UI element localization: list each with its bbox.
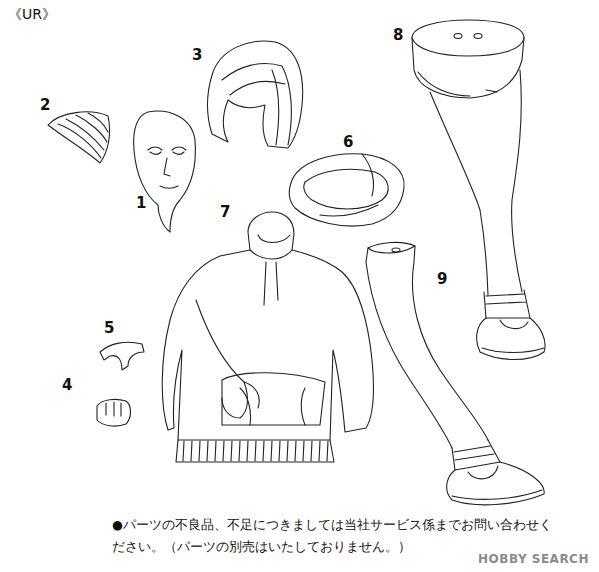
callout-number: 5 — [104, 319, 114, 337]
hoodie-body — [162, 212, 373, 462]
bob-hair — [208, 41, 303, 148]
footnote: ●パーツの不良品、不足につきましては当社サービス係までお問い合わせください。（パ… — [112, 514, 557, 558]
watermark: HOBBY SEARCH — [478, 552, 589, 566]
grade-title: 《UR》 — [8, 6, 56, 24]
fist-part — [97, 399, 131, 426]
callout-number: 2 — [40, 96, 50, 114]
callout-number: 8 — [393, 26, 403, 44]
callout-number: 3 — [192, 46, 202, 64]
hand-piece — [100, 342, 144, 370]
callout-number: 7 — [220, 203, 230, 221]
callout-number: 1 — [136, 194, 146, 212]
callout-number: 9 — [437, 270, 447, 288]
callout-number: 6 — [343, 133, 353, 151]
leg-part — [366, 242, 544, 504]
hood-part — [289, 154, 404, 226]
face-part — [134, 111, 196, 232]
callout-number: 4 — [62, 376, 72, 394]
leg-with-hips — [412, 20, 545, 360]
hair-piece — [48, 112, 110, 163]
